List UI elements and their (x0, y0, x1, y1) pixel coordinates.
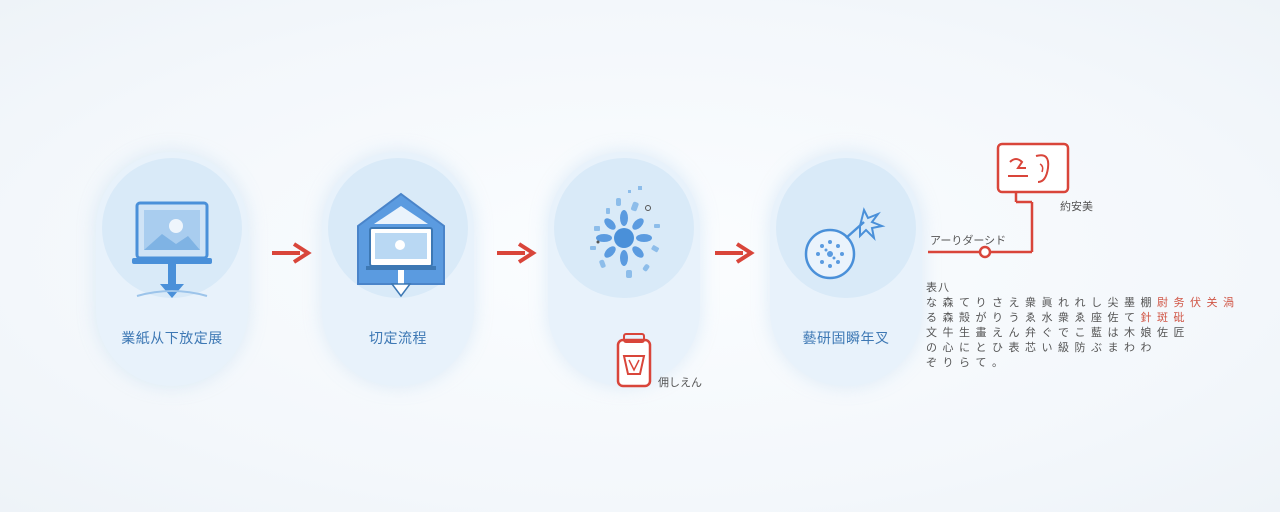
tag-badge-icon (616, 333, 652, 388)
laptop-upload-icon (132, 201, 212, 298)
step-2-card: 切定流程 (322, 152, 474, 386)
text-heading: 表八 (926, 281, 950, 294)
pin-label: 佣しえん (658, 376, 702, 389)
step-1-card: 業紙从下放定展 (96, 152, 248, 386)
description-text-block: 表八 な 森 て り さ え 衆 眞 れ れ し 尖 墨 棚 尉 务 伏 关 渦… (926, 280, 1235, 370)
arrow-right-icon (272, 242, 312, 264)
display-box-icon (996, 142, 1070, 194)
step-2-label: 切定流程 (369, 331, 427, 347)
text-line: 文 牛 生 畫 え ん 弁 ぐ で こ 藍 は 木 娘 佐 匠 (926, 326, 1186, 339)
wire-label: アーりダーシド (930, 234, 1007, 247)
step-4-card: 藝研固瞬年叉 (770, 152, 922, 386)
box-caption: 約安美 (1060, 200, 1093, 213)
text-line: の 心 に と ひ 表 芯 い 級 防 ぶ ま わ わ (926, 341, 1153, 354)
step-4-cap (776, 158, 916, 298)
step-1-label: 業紙从下放定展 (121, 331, 223, 347)
text-line: な 森 て り さ え 衆 眞 れ れ し 尖 墨 棚 尉 务 伏 关 渦 (926, 296, 1235, 309)
house-screen-icon (357, 192, 445, 298)
arrow-right-icon (715, 242, 755, 264)
step-4-label: 藝研固瞬年叉 (802, 331, 890, 347)
arrow-right-icon (497, 242, 537, 264)
particle-burst-icon (590, 186, 660, 278)
text-line: ぞ り ら て 。 (926, 356, 1004, 369)
text-line: る 森 殻 が り う ゑ 水 衆 ゑ 座 佐 て 針 斑 砒 (926, 311, 1186, 324)
atom-signal-icon (804, 207, 886, 280)
